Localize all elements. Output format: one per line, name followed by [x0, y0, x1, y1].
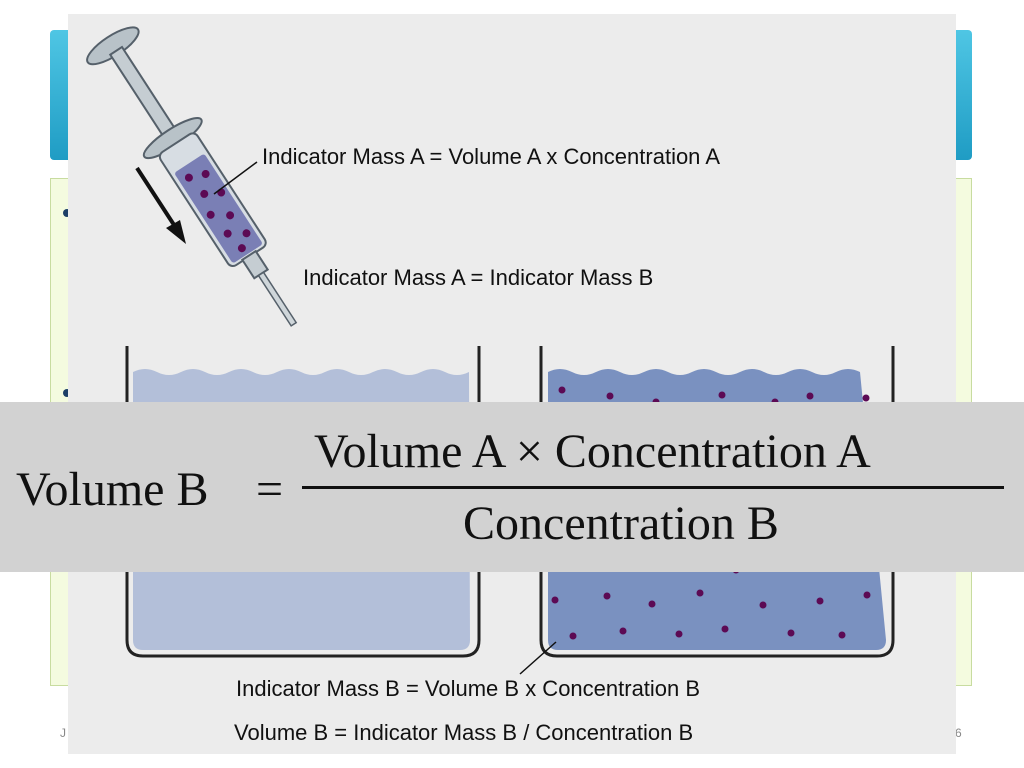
beaker-leader-line: [519, 641, 557, 675]
syringe-leader-line: [213, 161, 258, 195]
formula-equals: =: [256, 463, 284, 516]
beaker-a-outline: [125, 346, 481, 658]
footer-page-number: 6: [955, 726, 962, 740]
formula-numerator: Volume A × Concentration A: [314, 425, 871, 478]
bullet-point: [63, 389, 71, 397]
footer-left: J: [60, 726, 66, 740]
label-syringe-mass: Indicator Mass A = Volume A x Concentrat…: [262, 144, 720, 169]
injection-arrow: [135, 166, 178, 230]
label-equal-mass: Indicator Mass A = Indicator Mass B: [303, 265, 654, 290]
label-beaker-mass: Indicator Mass B = Volume B x Concentrat…: [236, 676, 701, 701]
beaker-b-outline: [539, 346, 895, 658]
syringe: [86, 26, 298, 327]
formula-denominator: Concentration B: [463, 497, 779, 550]
formula-lhs: Volume B: [16, 463, 209, 516]
label-volume-b: Volume B = Indicator Mass B / Concentrat…: [234, 720, 694, 745]
fraction-bar: [302, 486, 1004, 489]
bullet-point: [63, 209, 71, 217]
